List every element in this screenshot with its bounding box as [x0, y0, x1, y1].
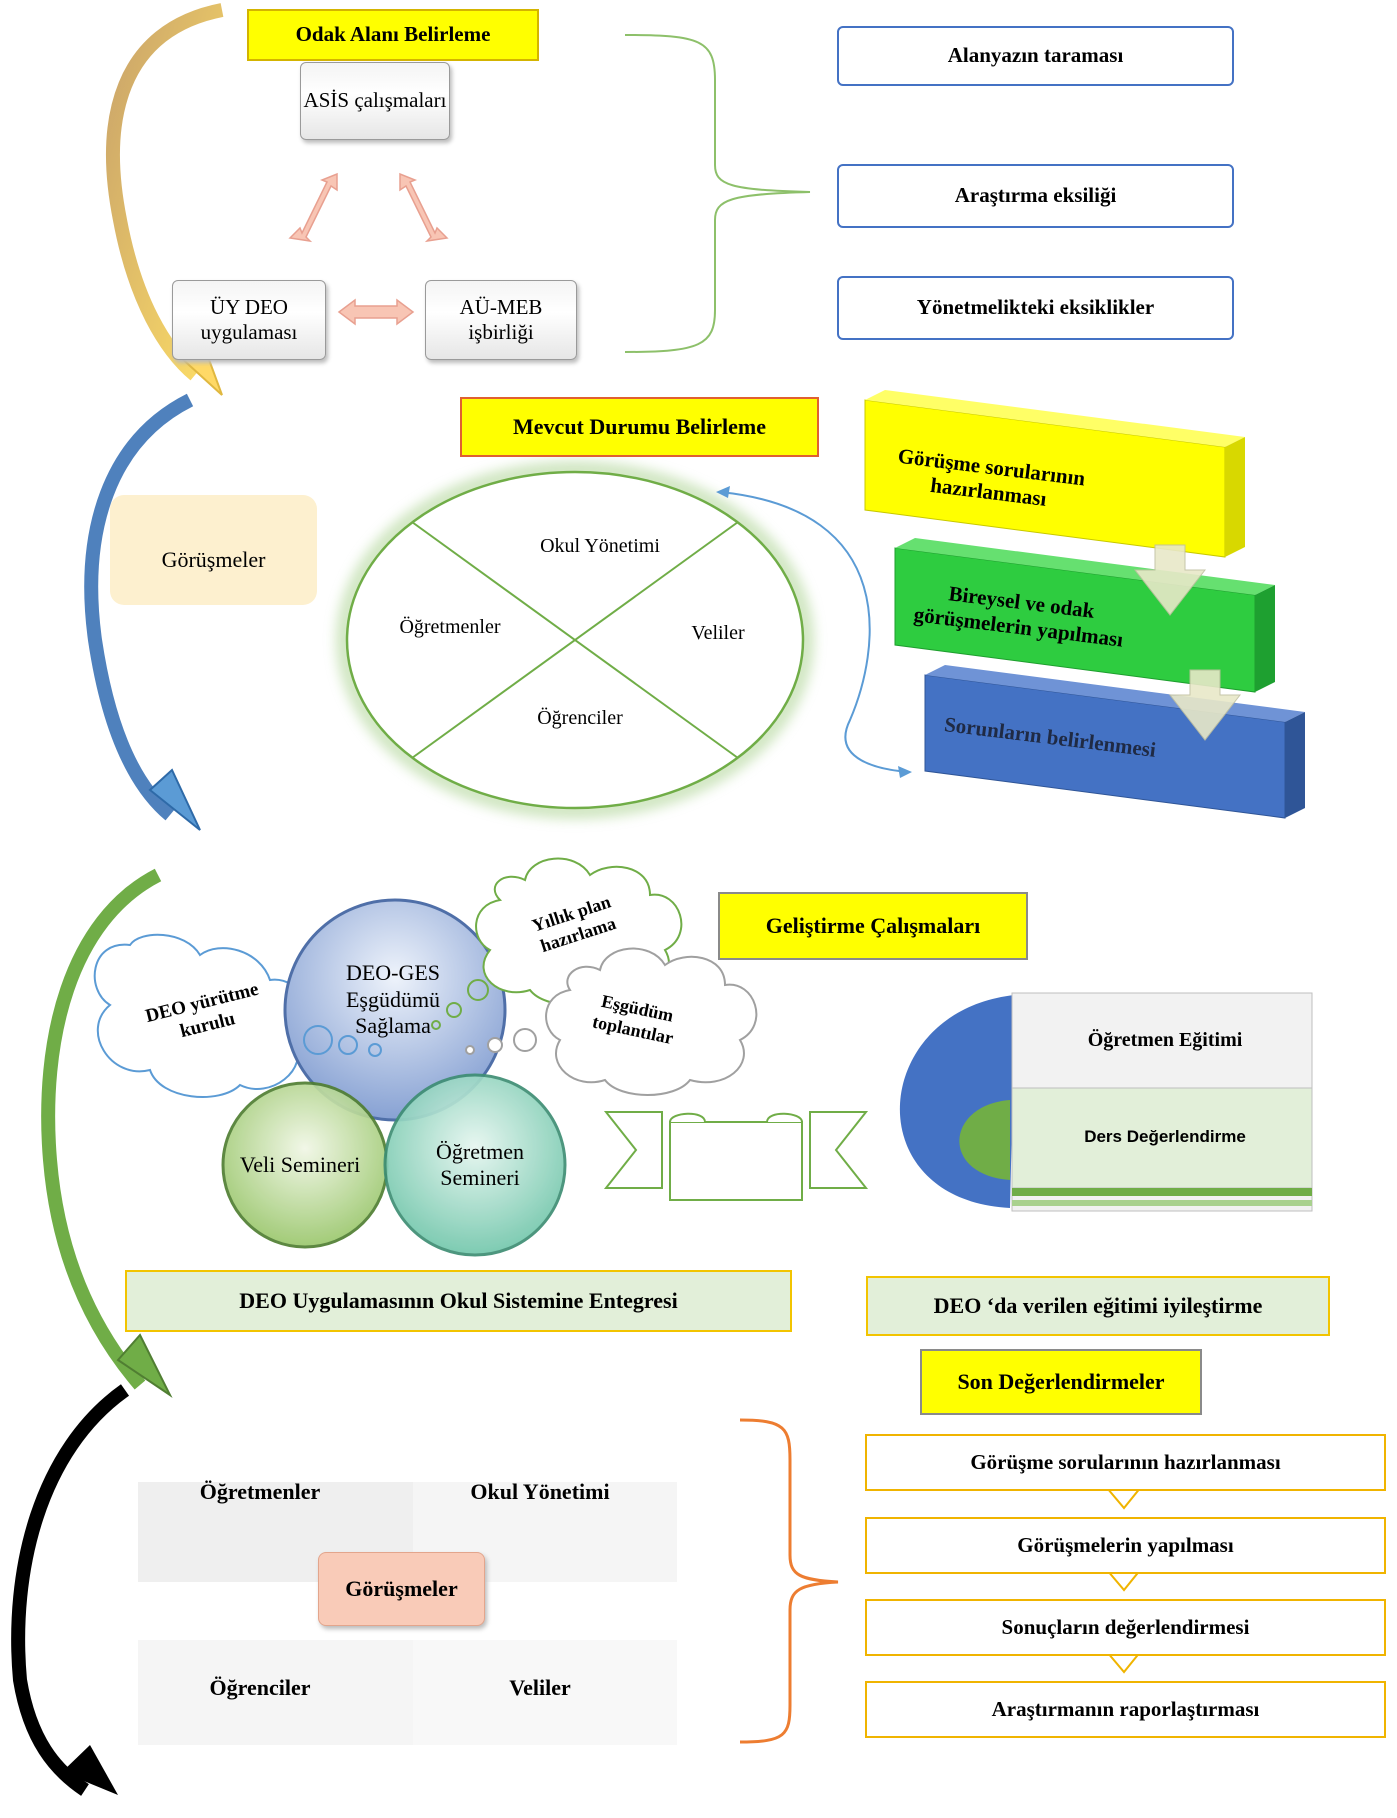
ribbon-banner: [603, 1111, 869, 1201]
ellipse-top: Okul Yönetimi: [540, 535, 660, 557]
final-step-4: Araştırmanın raporlaştırması: [865, 1681, 1386, 1738]
thought-bubbles-green: [431, 979, 489, 1030]
quad-top-right: Okul Yönetimi: [470, 1478, 610, 1504]
quad-bottom-right: Veliler: [509, 1674, 571, 1700]
box-yonetmelik: Yönetmelikteki eksiklikler: [837, 276, 1234, 340]
ellipse-glow: [336, 461, 814, 819]
cloud-left: [93, 933, 312, 1098]
quad-top-left: Öğretmenler: [199, 1478, 321, 1504]
section2-title: Mevcut Durumu Belirleme: [460, 397, 819, 457]
circle-left-text: Veli Semineri: [239, 1151, 361, 1177]
section4-title: Son Değerlendirmeler: [920, 1349, 1202, 1415]
blue-connector-arrow: [719, 491, 911, 773]
green-curved-arrow: [41, 868, 173, 1398]
ellipse-left: Öğretmenler: [399, 616, 501, 638]
node-uy-deo: ÜY DEO uygulaması: [172, 280, 326, 360]
ellipse-right: Veliler: [691, 622, 745, 644]
circle-ogretmen: [383, 1073, 567, 1257]
book-page-1: Öğretmen Eğitimi: [1087, 1029, 1243, 1051]
book-page-2: Ders Değerlendirme: [1084, 1127, 1246, 1147]
improve-label: DEO ‘da verilen eğitimi iyileştirme: [866, 1276, 1330, 1336]
thought-bubbles-grey: [465, 1028, 537, 1055]
book-graphic: [899, 992, 1313, 1212]
step-block-1: [864, 390, 1245, 558]
ellipse-bottom: Öğrenciler: [537, 707, 623, 729]
quad-bottom-left: Öğrenciler: [209, 1674, 311, 1700]
box-arastirma: Araştırma eksiliği: [837, 164, 1234, 228]
node-asis: ASİS çalışmaları: [300, 62, 450, 140]
final-step-2: Görüşmelerin yapılması: [865, 1517, 1386, 1574]
arrowhead: [716, 486, 730, 498]
cloud-toplanti: [545, 947, 758, 1096]
thought-bubbles: [303, 1025, 382, 1057]
ellipse-cross-2: [411, 521, 739, 759]
black-curved-arrow: [11, 1384, 130, 1796]
final-step-1: Görüşme sorularının hazırlanması: [865, 1434, 1386, 1491]
circle-top-text: DEO-GES Eşgüdümü Sağlama: [345, 960, 441, 1039]
blue-curved-arrow: [84, 393, 201, 831]
circle-right-text: Öğretmen Semineri: [436, 1138, 524, 1190]
section1-title: Odak Alanı Belirleme: [247, 9, 539, 61]
interviews-card: Görüşmeler: [110, 495, 317, 605]
green-brace: [624, 34, 811, 353]
final-step-3: Sonuçların değerlendirmesi: [865, 1599, 1386, 1656]
node-au-meb: AÜ-MEB işbirliği: [425, 280, 577, 360]
double-arrows: [288, 172, 449, 326]
down-arrow-icon: [1133, 544, 1242, 741]
orange-brace: [739, 1418, 839, 1744]
integrate-label: DEO Uygulamasının Okul Sistemine Entegre…: [125, 1270, 792, 1332]
center-interviews: Görüşmeler: [318, 1552, 485, 1626]
circle-deoges: [283, 898, 507, 1122]
arrowhead: [898, 766, 912, 778]
box-alanyazin: Alanyazın taraması: [837, 26, 1234, 86]
section3-title: Geliştirme Çalışmaları: [718, 892, 1028, 960]
